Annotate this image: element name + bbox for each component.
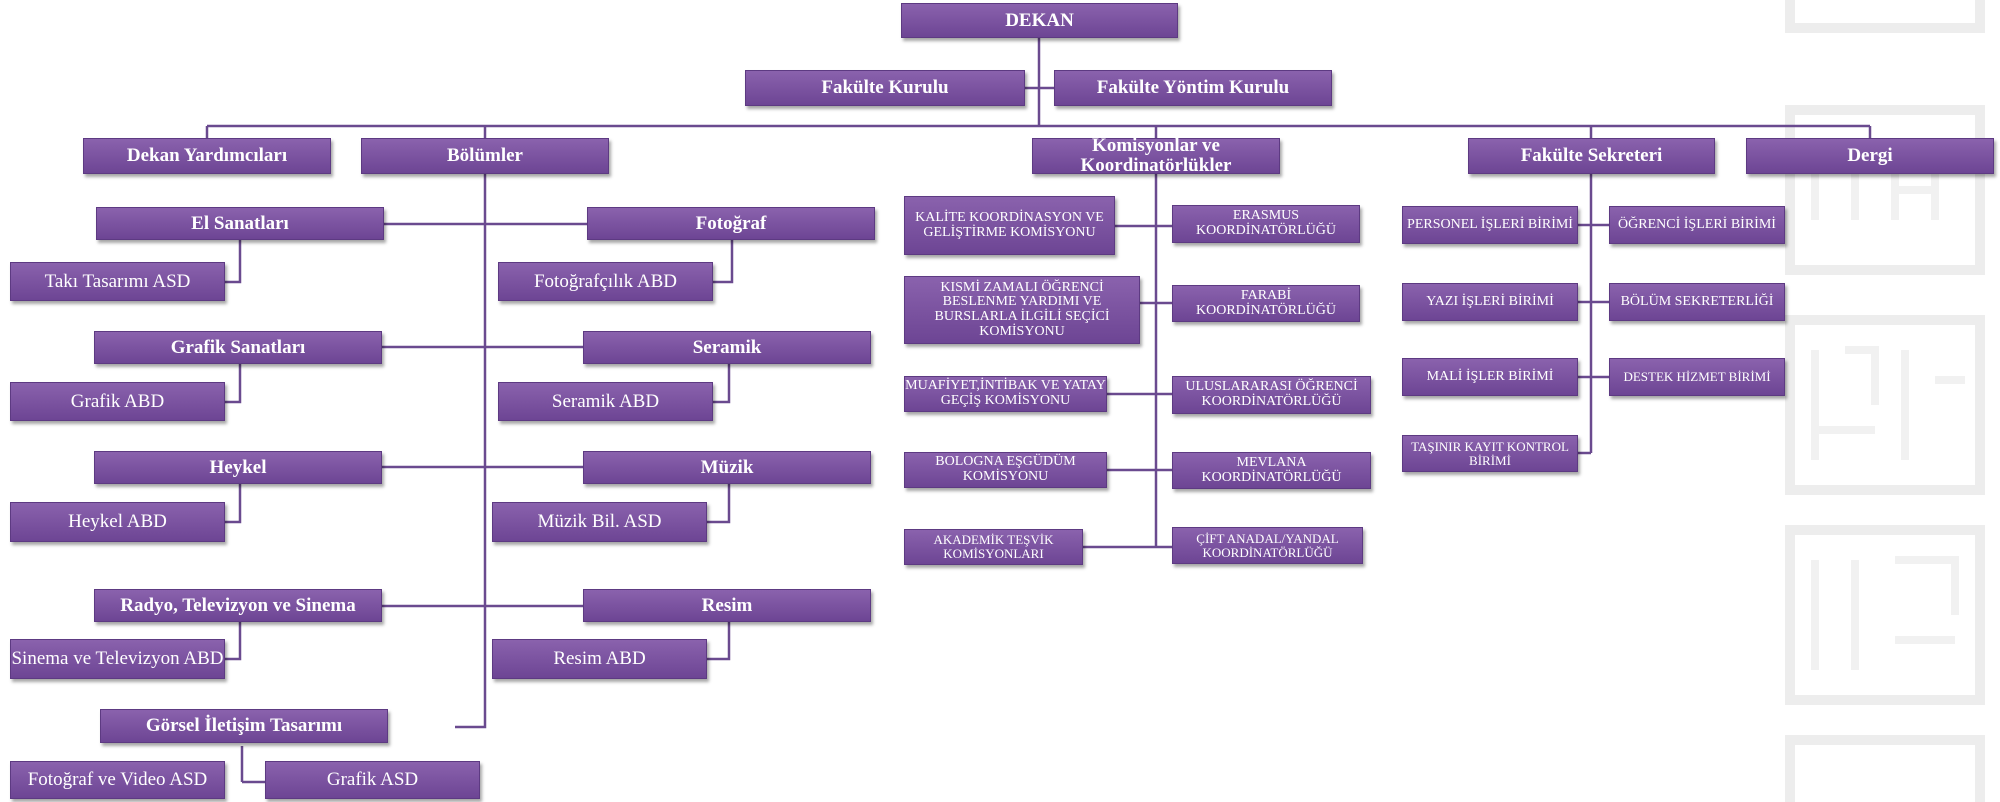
fotografcilik-abd: Fotoğrafçılık ABD [498,262,713,301]
vice-deans-box: Dekan Yardımcıları [83,138,331,174]
faculty-board-box: Fakülte Kurulu [745,70,1025,106]
muzik-bil-asd: Müzik Bil. ASD [492,502,707,542]
university-logo-watermark [1785,0,1985,802]
dept-grafik-sanatlari: Grafik Sanatları [94,331,382,364]
taki-tasarimi-asd: Takı Tasarımı ASD [10,262,225,301]
bolum-sekreterligi: BÖLÜM SEKRETERLİĞİ [1609,283,1785,321]
kismi-zamanli-komisyonu: KISMİ ZAMALI ÖĞRENCİ BESLENME YARDIMI VE… [904,276,1140,344]
departments-box: Bölümler [361,138,609,174]
dept-radyo-tv-sinema: Radyo, Televizyon ve Sinema [94,589,382,622]
dept-el-sanatlari: El Sanatları [96,207,384,240]
foto-video-asd: Fotoğraf ve Video ASD [10,761,225,799]
personel-isleri-birimi: PERSONEL İŞLERİ BİRİMİ [1402,206,1578,244]
muafiyet-komisyonu: MUAFİYET,İNTİBAK VE YATAY GEÇİŞ KOMİSYON… [904,376,1107,412]
seramik-abd: Seramik ABD [498,382,713,421]
commissions-box: Komisyonlar ve Koordinatörlükler [1032,136,1280,175]
faculty-secretary-box: Fakülte Sekreteri [1468,138,1715,174]
akademik-tesvik-komisyonlari: AKADEMİK TEŞVİK KOMİSYONLARI [904,529,1083,565]
dept-muzik: Müzik [583,451,871,484]
dept-gorsel-iletisim: Görsel İletişim Tasarımı [100,709,388,743]
bologna-komisyonu: BOLOGNA EŞGÜDÜM KOMİSYONU [904,452,1107,488]
farabi-koordinatorlugu: FARABİ KOORDİNATÖRLÜĞÜ [1172,285,1360,322]
dept-fotograf: Fotoğraf [587,207,875,240]
sinema-tv-abd: Sinema ve Televizyon ABD [10,639,225,679]
mali-isler-birimi: MALİ İŞLER BİRİMİ [1402,358,1578,396]
cift-anadal-koordinatorlugu: ÇİFT ANADAL/YANDAL KOORDİNATÖRLÜĞÜ [1172,527,1363,564]
resim-abd: Resim ABD [492,639,707,679]
dept-seramik: Seramik [583,331,871,364]
uluslararasi-ogrenci-koordinatorlugu: ULUSLARARASI ÖĞRENCİ KOORDİNATÖRLÜĞÜ [1172,376,1371,414]
mevlana-koordinatorlugu: MEVLANA KOORDİNATÖRLÜĞÜ [1172,452,1371,489]
kalite-komisyonu: KALİTE KOORDİNASYON VE GELİŞTİRME KOMİSY… [904,196,1115,255]
tasinir-kayit-kontrol-birimi: TAŞINIR KAYIT KONTROL BİRİMİ [1402,435,1578,472]
grafik-abd: Grafik ABD [10,382,225,421]
faculty-exec-board-box: Fakülte Yöntim Kurulu [1054,70,1332,106]
erasmus-koordinatorlugu: ERASMUS KOORDİNATÖRLÜĞÜ [1172,205,1360,243]
ogrenci-isleri-birimi: ÖĞRENCİ İŞLERİ BİRİMİ [1609,206,1785,244]
heykel-abd: Heykel ABD [10,502,225,542]
dept-resim: Resim [583,589,871,622]
dean-box: DEKAN [901,3,1178,38]
journal-box: Dergi [1746,138,1994,174]
dept-heykel: Heykel [94,451,382,484]
grafik-asd: Grafik ASD [265,761,480,799]
destek-hizmet-birimi: DESTEK HİZMET BİRİMİ [1609,358,1785,396]
yazi-isleri-birimi: YAZI İŞLERİ BİRİMİ [1402,283,1578,321]
